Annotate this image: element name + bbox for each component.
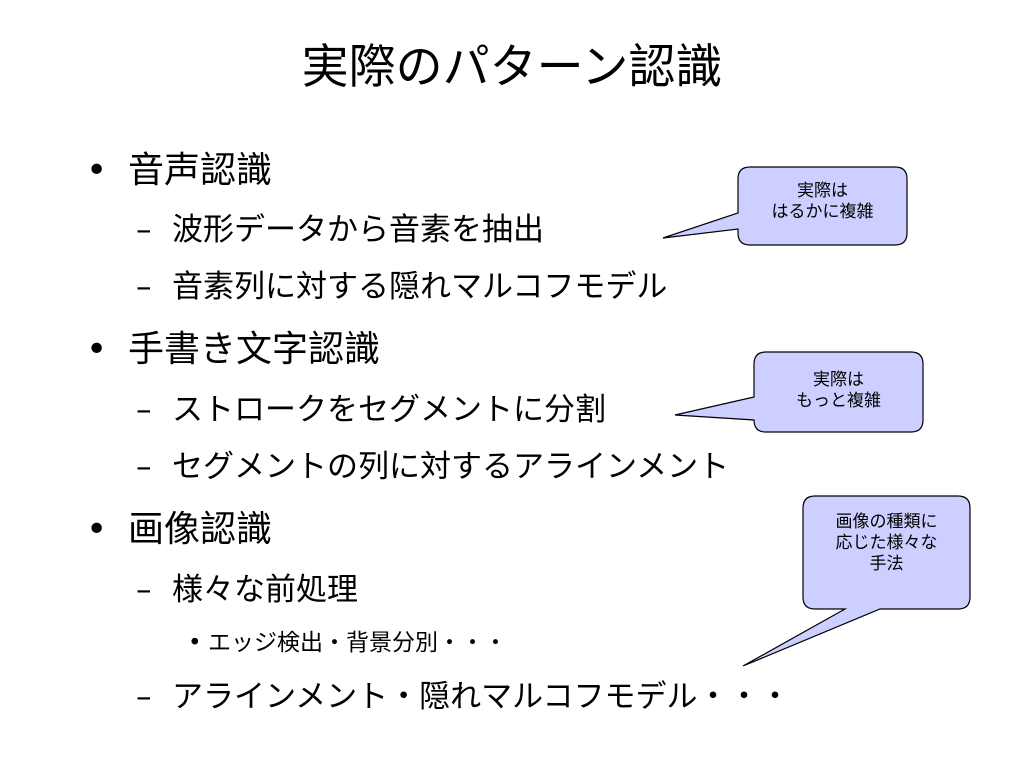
bullet-mark: • xyxy=(86,329,108,370)
dash-mark: – xyxy=(136,572,152,608)
small-bullet-mark: • xyxy=(188,630,202,656)
dash-mark: – xyxy=(136,392,152,428)
callout-text-1: 実際は はるかに複雑 xyxy=(771,181,874,222)
subitem-waveform: –波形データから音素を抽出 xyxy=(136,210,544,250)
bullet-speech-recognition: • 音声認識 xyxy=(86,148,272,194)
callout-text-2: 実際は もっと複雑 xyxy=(796,370,881,411)
callout-bubble-3 xyxy=(742,495,971,667)
subitem-stroke-segmentation: –ストロークをセグメントに分割 xyxy=(136,390,606,430)
bullet-handwriting-recognition: • 手書き文字認識 xyxy=(86,327,380,373)
subsubitem-text: エッジ検出・背景分別・・・ xyxy=(208,630,507,656)
subitem-text: セグメントの列に対するアラインメント xyxy=(172,449,730,485)
callout-text-3: 画像の種類に 応じた様々な 手法 xyxy=(835,512,938,574)
subsubitem-edge-detection: •エッジ検出・背景分別・・・ xyxy=(188,628,507,658)
slide-title: 実際のパターン認識 xyxy=(301,40,723,95)
subitem-text: 波形データから音素を抽出 xyxy=(172,212,544,248)
subitem-text: 音素列に対する隠れマルコフモデル xyxy=(172,269,668,305)
bullet-text: 音声認識 xyxy=(128,150,273,191)
dash-mark: – xyxy=(136,679,152,715)
bullet-mark: • xyxy=(86,150,108,191)
callout-bubble-1 xyxy=(662,166,908,246)
bullet-mark: • xyxy=(86,509,108,550)
bullet-text: 手書き文字認識 xyxy=(128,329,381,370)
dash-mark: – xyxy=(136,269,152,305)
callout-bubble-2 xyxy=(674,351,924,433)
dash-mark: – xyxy=(136,449,152,485)
subitem-segment-alignment: –セグメントの列に対するアラインメント xyxy=(136,447,729,487)
subitem-text: アラインメント・隠れマルコフモデル・・・ xyxy=(172,679,791,715)
subitem-preprocessing: –様々な前処理 xyxy=(136,570,358,610)
subitem-alignment-hmm: –アラインメント・隠れマルコフモデル・・・ xyxy=(136,677,790,717)
dash-mark: – xyxy=(136,212,152,248)
subitem-text: ストロークをセグメントに分割 xyxy=(172,392,606,428)
subitem-hmm-phoneme: –音素列に対する隠れマルコフモデル xyxy=(136,267,667,307)
bullet-text: 画像認識 xyxy=(128,509,273,550)
bullet-image-recognition: • 画像認識 xyxy=(86,507,272,553)
subitem-text: 様々な前処理 xyxy=(172,572,358,608)
